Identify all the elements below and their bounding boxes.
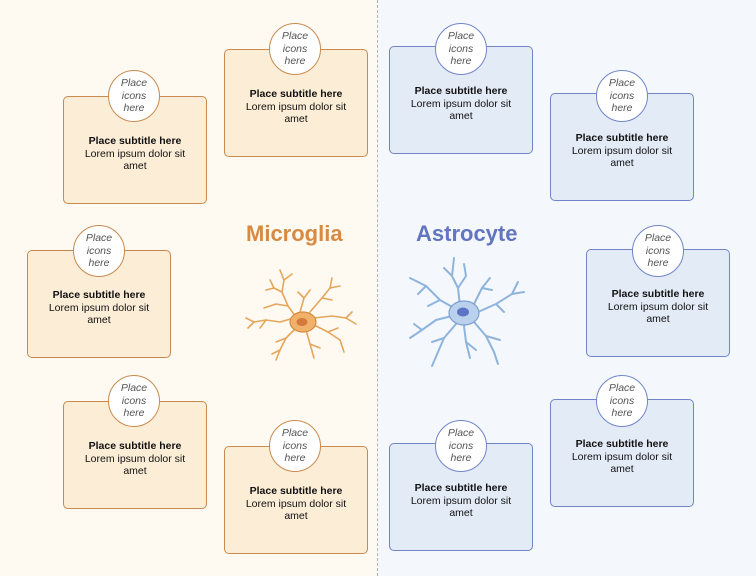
icon-placeholder-badge: Place icons here (269, 23, 321, 75)
icon-placeholder-badge: Place icons here (73, 225, 125, 277)
card-subtitle: Place subtitle here (414, 482, 508, 494)
card-text: Place subtitle here Lorem ipsum dolor si… (225, 88, 367, 126)
icon-placeholder-badge: Place icons here (596, 70, 648, 122)
icon-placeholder-text: Place icons here (281, 427, 309, 465)
icon-placeholder-text: Place icons here (281, 30, 309, 68)
icon-placeholder-text: Place icons here (644, 232, 672, 270)
microglia-card-1: Place subtitle here Lorem ipsum dolor si… (224, 49, 368, 157)
icon-placeholder-badge: Place icons here (269, 420, 321, 472)
icon-placeholder-text: Place icons here (608, 77, 636, 115)
card-body: Lorem ipsum dolor sit amet (571, 450, 673, 476)
card-body: Lorem ipsum dolor sit amet (48, 301, 150, 327)
astrocyte-title: Astrocyte (416, 221, 518, 246)
card-text: Place subtitle here Lorem ipsum dolor si… (64, 135, 206, 173)
icon-placeholder-text: Place icons here (608, 382, 636, 420)
card-text: Place subtitle here Lorem ipsum dolor si… (551, 438, 693, 476)
card-subtitle: Place subtitle here (414, 85, 508, 97)
card-body: Lorem ipsum dolor sit amet (607, 300, 709, 326)
card-body: Lorem ipsum dolor sit amet (410, 494, 512, 520)
astrocyte-cell-icon (409, 257, 525, 367)
card-text: Place subtitle here Lorem ipsum dolor si… (390, 482, 532, 520)
card-subtitle: Place subtitle here (88, 135, 182, 147)
icon-placeholder-badge: Place icons here (435, 420, 487, 472)
microglia-card-3: Place subtitle here Lorem ipsum dolor si… (27, 250, 171, 358)
icon-placeholder-text: Place icons here (447, 427, 475, 465)
card-text: Place subtitle here Lorem ipsum dolor si… (28, 289, 170, 327)
card-subtitle: Place subtitle here (88, 440, 182, 452)
icon-placeholder-badge: Place icons here (108, 70, 160, 122)
card-body: Lorem ipsum dolor sit amet (571, 144, 673, 170)
card-subtitle: Place subtitle here (249, 88, 343, 100)
icon-placeholder-text: Place icons here (120, 382, 148, 420)
icon-placeholder-text: Place icons here (120, 77, 148, 115)
icon-placeholder-badge: Place icons here (435, 23, 487, 75)
card-subtitle: Place subtitle here (575, 132, 669, 144)
card-body: Lorem ipsum dolor sit amet (245, 100, 347, 126)
card-body: Lorem ipsum dolor sit amet (84, 452, 186, 478)
icon-placeholder-text: Place icons here (447, 30, 475, 68)
card-subtitle: Place subtitle here (52, 289, 146, 301)
card-subtitle: Place subtitle here (575, 438, 669, 450)
icon-placeholder-text: Place icons here (85, 232, 113, 270)
icon-placeholder-badge: Place icons here (596, 375, 648, 427)
card-text: Place subtitle here Lorem ipsum dolor si… (390, 85, 532, 123)
card-body: Lorem ipsum dolor sit amet (245, 497, 347, 523)
microglia-cell-icon (245, 269, 357, 361)
card-text: Place subtitle here Lorem ipsum dolor si… (587, 288, 729, 326)
icon-placeholder-badge: Place icons here (108, 375, 160, 427)
card-subtitle: Place subtitle here (249, 485, 343, 497)
card-text: Place subtitle here Lorem ipsum dolor si… (225, 485, 367, 523)
card-body: Lorem ipsum dolor sit amet (84, 147, 186, 173)
microglia-title: Microglia (246, 221, 343, 246)
card-subtitle: Place subtitle here (611, 288, 705, 300)
card-text: Place subtitle here Lorem ipsum dolor si… (551, 132, 693, 170)
microglia-card-4: Place subtitle here Lorem ipsum dolor si… (63, 401, 207, 509)
card-body: Lorem ipsum dolor sit amet (410, 97, 512, 123)
card-text: Place subtitle here Lorem ipsum dolor si… (64, 440, 206, 478)
icon-placeholder-badge: Place icons here (632, 225, 684, 277)
center-divider (377, 0, 378, 576)
